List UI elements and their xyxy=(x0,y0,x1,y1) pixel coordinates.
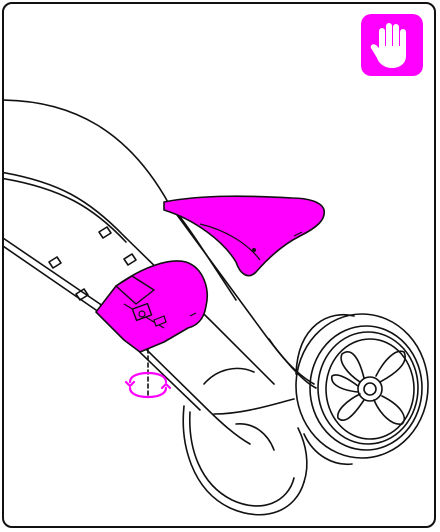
front-mount-bracket xyxy=(95,260,208,353)
assembly-illustration xyxy=(4,99,429,516)
rear-wheel xyxy=(295,313,429,466)
saddle xyxy=(163,195,325,277)
frame-tube xyxy=(4,99,317,445)
rear-fork xyxy=(182,367,308,516)
hand-stop-icon xyxy=(361,14,423,76)
diagram-frame xyxy=(2,2,436,528)
rotate-arrow-icon xyxy=(124,371,172,399)
